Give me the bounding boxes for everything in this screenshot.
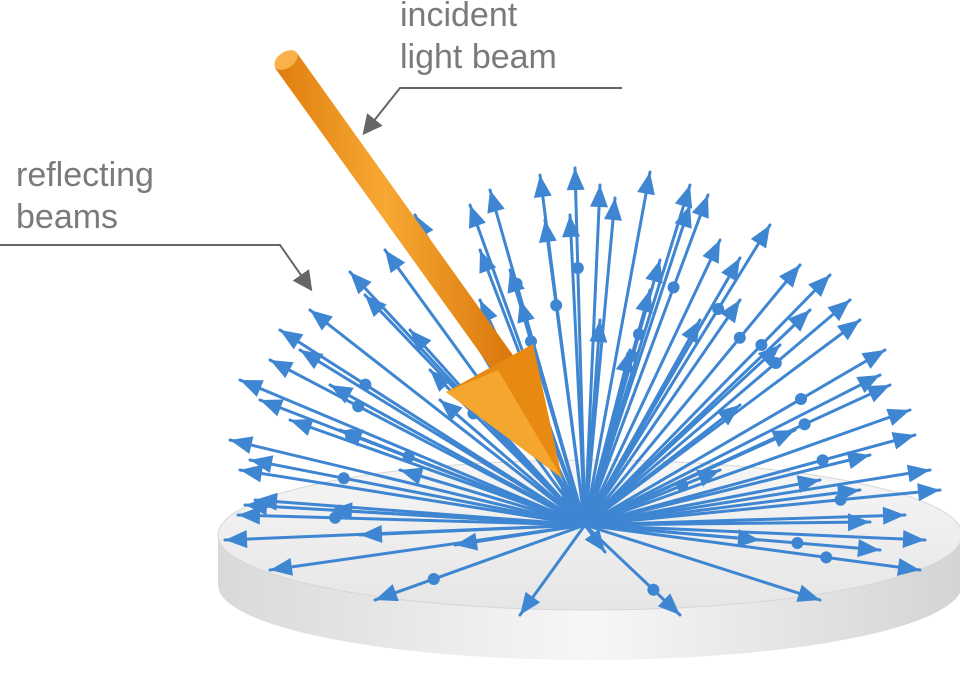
reflected-beam-arrow xyxy=(328,383,587,527)
reflected-beam-arrow xyxy=(583,464,932,527)
reflected-beam-arrow xyxy=(583,343,782,527)
reflected-beam-arrow xyxy=(298,348,587,527)
reflected-beams-back xyxy=(228,166,932,527)
reflected-beam-arrow xyxy=(358,523,587,544)
reflected-beam-arrow xyxy=(583,523,607,554)
reflected-beam-arrow xyxy=(438,398,587,527)
reflected-beam-arrow xyxy=(583,513,872,532)
reflected-beam-arrow xyxy=(583,523,922,576)
reflected-beam-arrow xyxy=(328,502,587,527)
reflect-label-line1: reflecting xyxy=(16,156,154,194)
reflected-beam-arrow xyxy=(583,428,797,527)
reflected-beam-arrow xyxy=(248,455,587,527)
reflected-beam-arrow xyxy=(583,403,742,527)
incident-light-beam xyxy=(274,50,562,478)
reflected-beam-arrow xyxy=(507,268,587,527)
reflected-beam-arrow xyxy=(583,183,609,527)
incident-beam-label: incident light beam xyxy=(400,0,557,78)
reflected-beam-arrow xyxy=(538,218,587,527)
reflected-beam-arrow xyxy=(583,475,822,527)
reflected-beam-arrow xyxy=(583,193,710,527)
reflected-beam-arrow xyxy=(583,258,663,527)
reflected-beam-arrow xyxy=(583,523,927,549)
incident-label-line2: light beam xyxy=(400,38,557,76)
reflected-beam-arrow xyxy=(583,318,608,527)
reflecting-beams-label: reflecting beams xyxy=(16,154,154,238)
reflected-beam-arrow xyxy=(583,318,702,527)
reflected-beam-arrow xyxy=(583,263,802,527)
incident-leader-line xyxy=(362,87,622,136)
reflected-beam-arrow xyxy=(453,523,587,551)
reflected-beam-arrow xyxy=(583,523,822,602)
reflected-beam-arrow xyxy=(583,238,722,527)
reflected-beam-arrow xyxy=(308,308,587,527)
reflected-beams-front xyxy=(223,475,942,617)
incident-label-line1: incident xyxy=(400,0,518,34)
reflected-beam-arrow xyxy=(398,467,587,527)
reflected-beam-arrow xyxy=(562,213,587,527)
reflected-beam-arrow xyxy=(583,483,862,527)
reflecting-leader-line xyxy=(0,244,313,292)
reflected-beam-arrow xyxy=(583,523,762,548)
reflected-beam-arrow xyxy=(583,408,912,527)
reflected-beam-arrow xyxy=(583,451,872,527)
reflected-beam-arrow xyxy=(583,203,692,527)
reflected-beam-arrow xyxy=(583,348,887,527)
reflected-beam-arrow xyxy=(583,273,832,527)
reflected-beam-arrow xyxy=(238,464,587,527)
reflected-beam-arrow xyxy=(583,170,655,527)
reflected-beam-arrow xyxy=(583,298,742,527)
reflected-beam-arrow xyxy=(558,478,587,527)
reflected-beam-arrow xyxy=(518,523,587,617)
reflected-beam-arrow xyxy=(583,373,882,527)
reflected-beam-arrow xyxy=(583,223,772,527)
reflected-beam-arrow xyxy=(373,523,587,602)
reflected-beam-arrow xyxy=(228,436,587,527)
reflect-label-line2: beams xyxy=(16,198,119,236)
reflected-beam-arrow xyxy=(338,428,587,527)
